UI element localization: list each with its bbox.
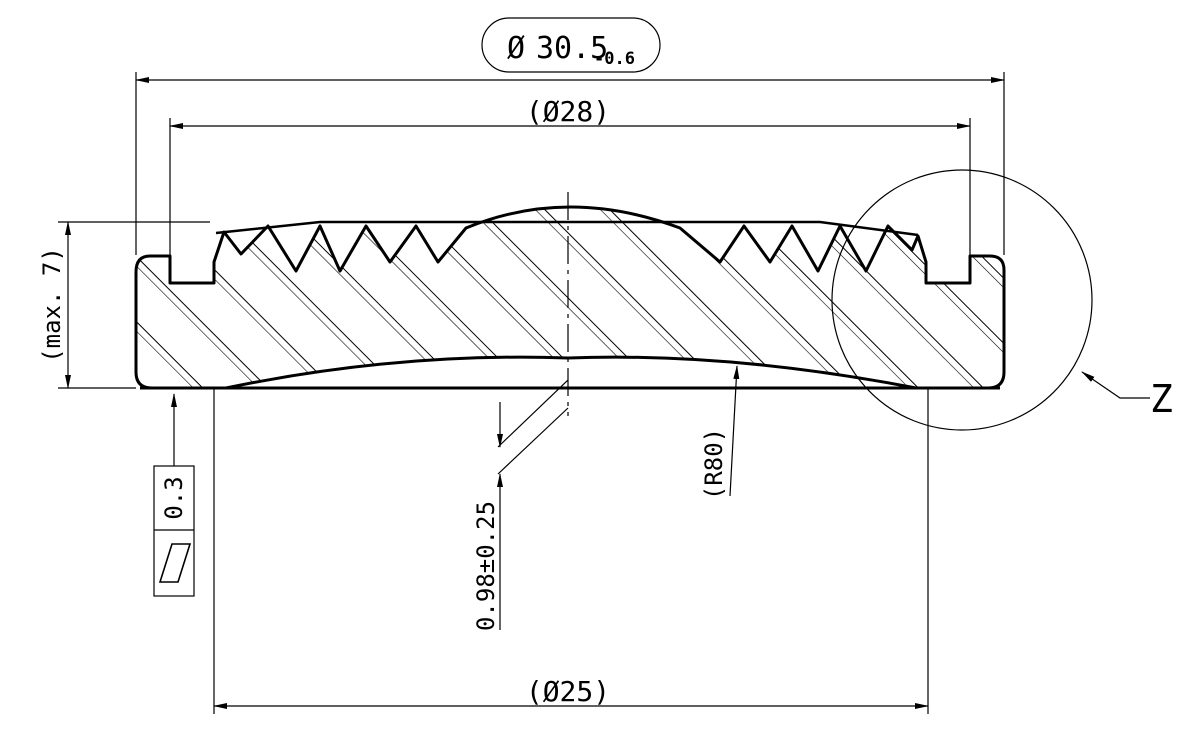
part-section bbox=[134, 205, 1006, 390]
tolerance-frame bbox=[153, 465, 195, 597]
outer-diameter-tolerance: -0.6 bbox=[594, 49, 635, 69]
depth-dimension: 0.98±0.25 bbox=[472, 379, 569, 631]
depth-label: 0.98±0.25 bbox=[472, 501, 500, 631]
height-label: (max. 7) bbox=[38, 247, 66, 363]
inner-diameter-label: (Ø28) bbox=[526, 95, 610, 128]
height-dimension: (max. 7) bbox=[38, 221, 210, 389]
bottom-diameter-dimension: (Ø25) bbox=[213, 388, 929, 714]
inner-diameter-dimension: (Ø28) bbox=[169, 95, 971, 255]
radius-label: (R80) bbox=[700, 428, 728, 500]
part-body bbox=[134, 205, 1006, 390]
flatness-tolerance: 0.3 bbox=[153, 393, 195, 597]
outer-diameter-dimension: Ø 30.5 -0.6 bbox=[135, 17, 1005, 255]
outer-diameter-value: 30.5 bbox=[536, 31, 608, 66]
radius-dimension: (R80) bbox=[700, 365, 740, 500]
outer-diameter-frame bbox=[481, 17, 661, 73]
outer-diameter-symbol: Ø bbox=[507, 31, 525, 66]
detail-label: Z bbox=[1150, 377, 1173, 421]
detail-circle bbox=[831, 169, 1093, 431]
teeth-top-edge bbox=[215, 220, 919, 237]
detail-view-z: Z bbox=[831, 169, 1173, 431]
bottom-diameter-label: (Ø25) bbox=[526, 675, 610, 708]
flatness-icon bbox=[158, 543, 192, 583]
tolerance-value: 0.3 bbox=[160, 476, 188, 519]
